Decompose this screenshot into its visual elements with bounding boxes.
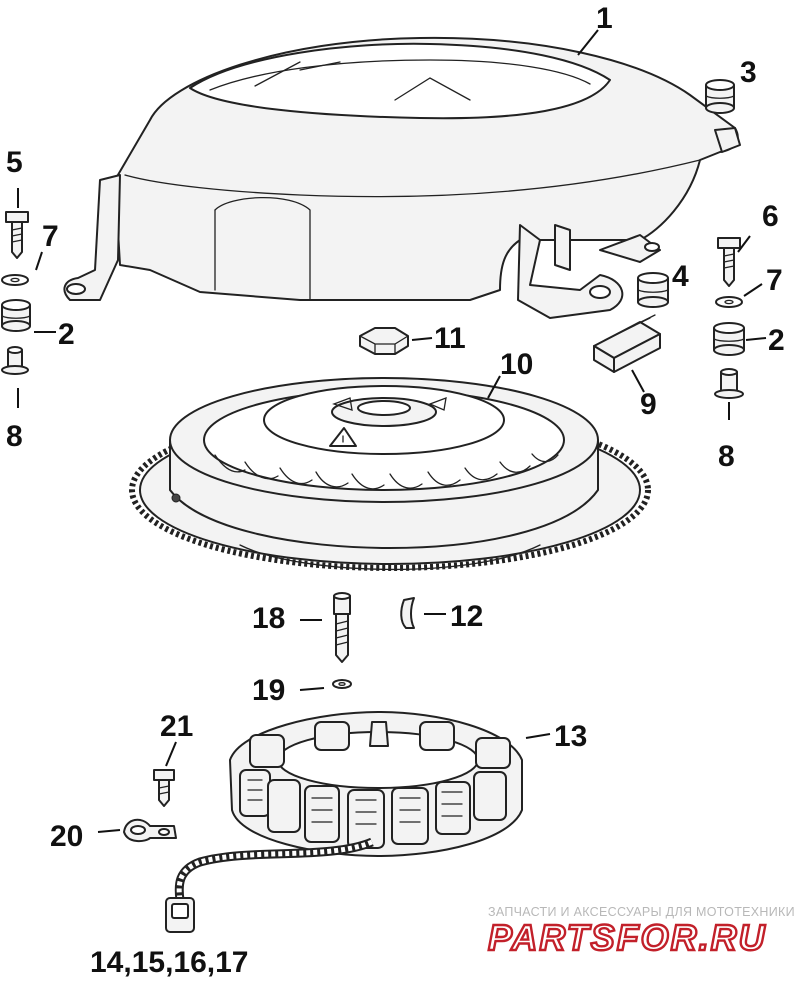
callout-10: 10 [500,348,533,381]
callout-13: 13 [554,720,587,753]
bolt-part-6 [717,237,741,287]
callout-5: 5 [6,146,23,179]
nut-part-11 [359,327,409,355]
grommet-part-3 [705,79,735,114]
screw-part-21 [153,769,175,807]
flywheel-part-10 [129,377,651,571]
callout-3: 3 [740,56,757,89]
callout-11: 11 [434,322,466,355]
washer-part-7-right [715,296,743,308]
grommet-part-2-left [1,299,31,332]
washer-part-19 [332,679,352,689]
callout-2-left: 2 [58,318,75,351]
clamp-part-20 [123,818,177,843]
washer-part-7-left [1,274,29,286]
callout-14-15-16-17: 14,15,16,17 [90,946,248,979]
watermark-brand: PARTSFOR.RU [488,917,767,958]
callout-7-left: 7 [42,220,59,253]
callout-18: 18 [252,602,285,635]
key-part-12 [400,597,415,629]
watermark: ЗАПЧАСТИ И АКСЕССУАРЫ ДЛЯ МОТОТЕХНИКИ PA… [487,905,795,959]
callout-6: 6 [762,200,779,233]
sleeve-part-8-right [714,368,744,399]
callout-labels: 1 3 5 7 6 4 7 2 2 11 10 9 8 8 18 12 19 2… [6,2,785,979]
callout-21: 21 [160,710,193,743]
flywheel-cover-part [63,36,741,319]
watermark-tagline: ЗАПЧАСТИ И АКСЕССУАРЫ ДЛЯ МОТОТЕХНИКИ [488,905,795,919]
callout-7-right: 7 [766,264,783,297]
grommet-part-2-right [713,322,745,356]
callout-8-left: 8 [6,420,23,453]
callout-9: 9 [640,388,657,421]
bolt-part-5 [5,211,29,259]
callout-2-right: 2 [768,324,785,357]
callout-20: 20 [50,820,83,853]
callout-19: 19 [252,674,285,707]
leader-lines [17,29,767,833]
callout-8-right: 8 [718,440,735,473]
stator-part-13 [165,711,523,933]
grommet-part-4 [637,272,669,308]
bolt-part-18 [333,592,351,663]
callout-1: 1 [596,2,613,35]
callout-12: 12 [450,600,483,633]
sleeve-part-8-left [1,346,29,375]
connector-part-9 [593,314,661,373]
callout-4: 4 [672,260,689,293]
